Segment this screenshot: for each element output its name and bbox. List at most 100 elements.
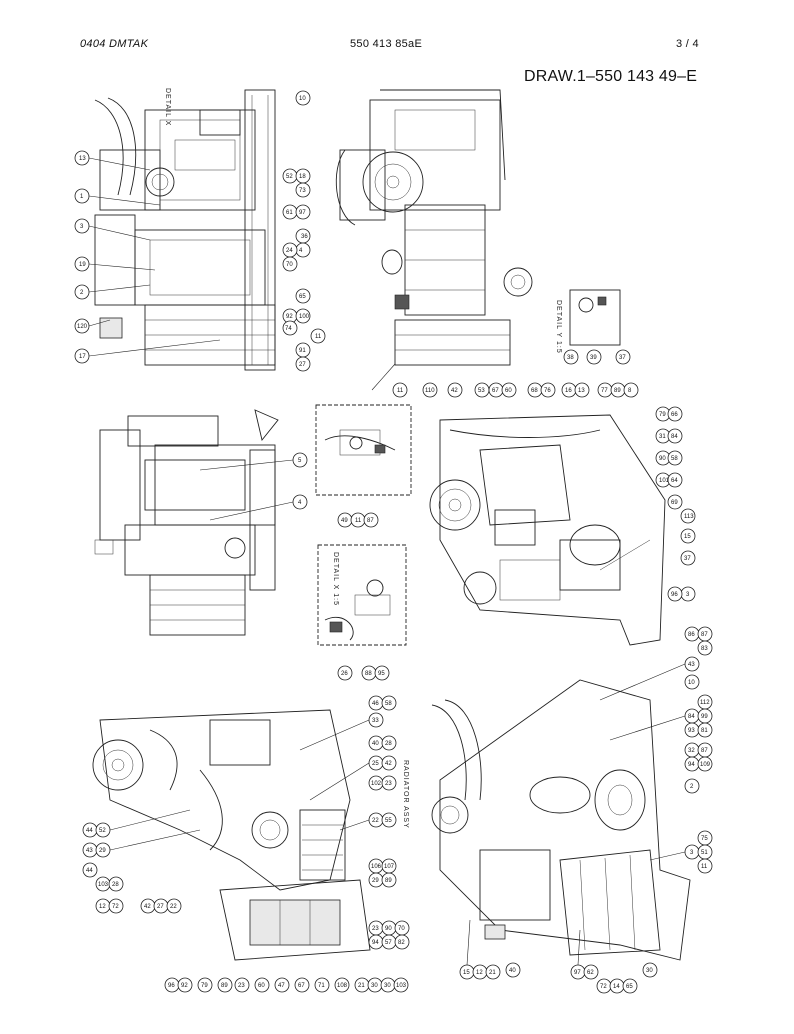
callout: 84	[667, 428, 683, 444]
svg-text:4: 4	[299, 248, 303, 254]
callout: 28	[108, 876, 124, 892]
svg-text:76: 76	[544, 388, 551, 394]
callout: 12	[95, 898, 111, 914]
svg-text:110: 110	[425, 388, 435, 394]
svg-text:79: 79	[201, 983, 208, 989]
svg-text:11: 11	[397, 388, 404, 394]
svg-text:42: 42	[385, 761, 392, 767]
callout: 72	[596, 978, 612, 994]
callout: 22	[368, 812, 384, 828]
callout: 43	[82, 842, 98, 858]
callouts-view-engine-side: 13 1 3 19 2 120 17	[74, 150, 221, 364]
svg-text:42: 42	[451, 388, 458, 394]
svg-text:25: 25	[372, 761, 379, 767]
svg-text:99: 99	[701, 714, 708, 720]
view-engine-front	[335, 89, 533, 391]
svg-text:90: 90	[385, 926, 392, 932]
svg-text:46: 46	[372, 701, 379, 707]
callout: 28	[381, 735, 397, 751]
svg-text:12: 12	[476, 970, 483, 976]
callout: 112	[697, 694, 713, 710]
callouts-radiator-left: 44 52 43 29 44 103 28 12 72 42 27 22	[82, 809, 201, 914]
callout: 26	[337, 665, 353, 681]
drawing-title: DRAW.1–550 143 49–E	[524, 68, 698, 85]
callout: 96	[164, 977, 180, 993]
svg-text:88: 88	[365, 671, 372, 677]
callout: 1	[74, 188, 90, 204]
svg-text:52: 52	[99, 828, 106, 834]
radiator-assy-label: RADIATOR ASSY	[402, 760, 409, 829]
callout: 27	[153, 898, 169, 914]
callout: 64	[667, 472, 683, 488]
svg-text:97: 97	[299, 210, 306, 216]
svg-text:31: 31	[659, 434, 666, 440]
callouts-radiator-top: 46 58 33 40 28 25 42 102 23 22 55 106 29…	[299, 695, 410, 950]
detail-x-label-top: DETAIL X	[164, 88, 171, 126]
callout: 4	[295, 242, 311, 258]
svg-text:92: 92	[286, 314, 293, 320]
svg-text:74: 74	[285, 326, 292, 332]
svg-text:66: 66	[671, 412, 678, 418]
callout: 95	[374, 665, 390, 681]
callout: 75	[697, 830, 713, 846]
callout: 13	[74, 150, 90, 166]
callout: 99	[697, 708, 713, 724]
svg-text:69: 69	[671, 500, 678, 506]
callout: 67	[488, 382, 504, 398]
svg-text:55: 55	[385, 818, 392, 824]
callout: 23	[381, 775, 397, 791]
svg-text:22: 22	[170, 904, 177, 910]
svg-text:52: 52	[286, 174, 293, 180]
detail-box-top	[315, 404, 412, 496]
svg-text:57: 57	[385, 940, 392, 946]
svg-text:70: 70	[286, 262, 293, 268]
svg-text:61: 61	[286, 210, 293, 216]
callout: 44	[82, 862, 98, 878]
svg-text:44: 44	[86, 828, 93, 834]
svg-text:10: 10	[299, 96, 306, 102]
svg-text:40: 40	[372, 741, 379, 747]
svg-text:65: 65	[626, 984, 633, 990]
svg-text:79: 79	[659, 412, 666, 418]
callout: 81	[697, 722, 713, 738]
svg-text:60: 60	[258, 983, 265, 989]
callout: 30	[367, 977, 383, 993]
callout: 65	[295, 288, 311, 304]
svg-text:100: 100	[299, 314, 310, 320]
callout: 76	[540, 382, 556, 398]
callout: 86	[684, 626, 700, 642]
svg-text:82: 82	[398, 940, 405, 946]
callouts-view-engine-side-column: 10 52 18 73 61 97 36 4 24 70 65 92 74 10…	[282, 90, 326, 372]
svg-text:23: 23	[238, 983, 245, 989]
callouts-view-iso-complete-right: 86 87 83 43 10 112 84 99 93 81 2 32 94 8…	[599, 626, 713, 874]
callout: 17	[74, 348, 90, 364]
callout: 37	[680, 550, 696, 566]
callout: 91	[295, 342, 311, 358]
callout: 4	[292, 494, 308, 510]
callout: 10	[684, 674, 700, 690]
svg-text:44: 44	[86, 868, 93, 874]
svg-text:19: 19	[79, 262, 86, 268]
svg-text:22: 22	[372, 818, 379, 824]
svg-text:96: 96	[168, 983, 175, 989]
callout: 55	[381, 812, 397, 828]
callout: 38	[563, 349, 579, 365]
view-iso-generator	[429, 414, 666, 646]
callout: 33	[368, 712, 384, 728]
callouts-view-iso-top: 110 42 53 67 60 68 76 16 13 77 89 8	[422, 382, 639, 398]
callout: 40	[505, 962, 521, 978]
callout: 11	[350, 512, 366, 528]
callout: 87	[697, 626, 713, 642]
callout: 10	[295, 90, 311, 106]
callouts-view-iso-complete-bottom: 15 12 21 40 97 62 72 14 65 30	[459, 919, 658, 994]
callout: 60	[254, 977, 270, 993]
svg-text:93: 93	[688, 728, 695, 734]
callout: 52	[282, 168, 298, 184]
detail-box-x	[317, 544, 407, 646]
callout: 89	[217, 977, 233, 993]
svg-text:43: 43	[688, 662, 695, 668]
svg-text:3: 3	[686, 592, 690, 598]
callout: 69	[667, 494, 683, 510]
callout: 18	[295, 168, 311, 184]
